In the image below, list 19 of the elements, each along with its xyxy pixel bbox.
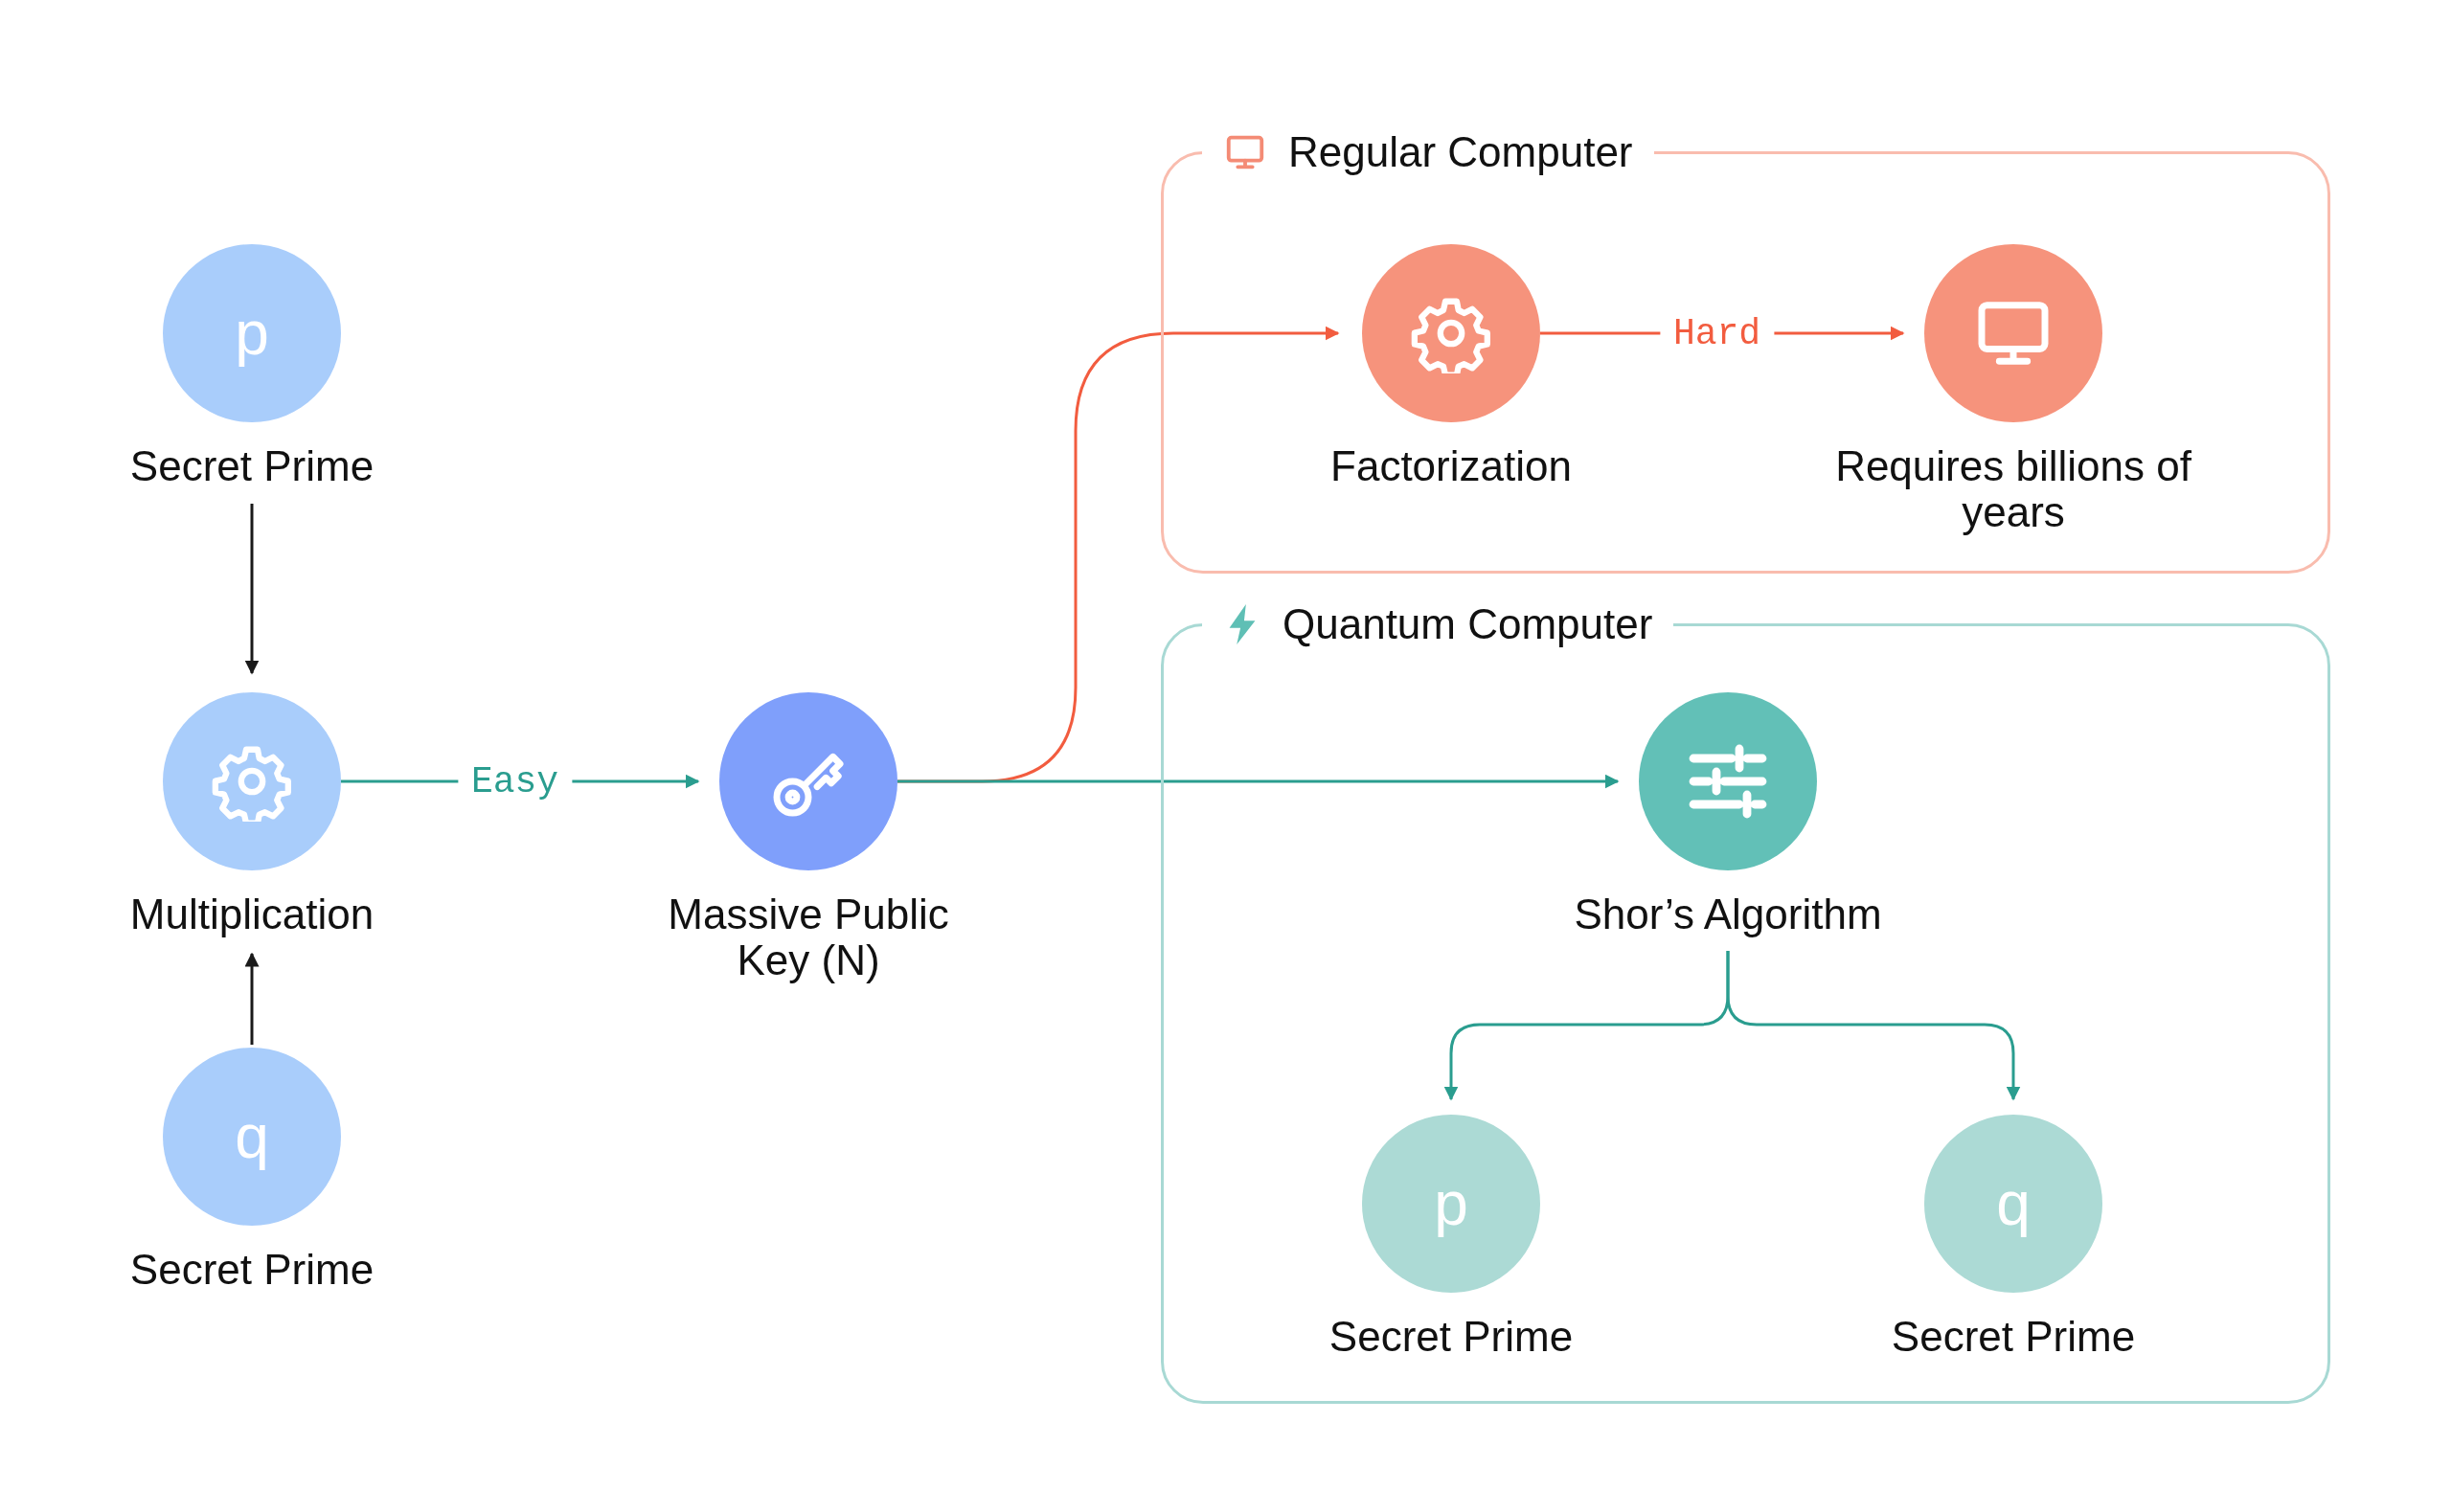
group-title: Regular Computer xyxy=(1288,127,1633,177)
node-label: Massive Public Key (N) xyxy=(667,891,950,983)
group-title: Quantum Computer xyxy=(1283,599,1653,649)
circle-letter: q xyxy=(235,1101,269,1172)
circle-letter: p xyxy=(235,298,269,369)
circle-letter: p xyxy=(1434,1168,1468,1239)
node-label: Secret Prime xyxy=(128,443,375,489)
node-label: Factorization xyxy=(1329,443,1573,489)
circle-letter: q xyxy=(1996,1168,2031,1239)
arrow xyxy=(244,504,260,675)
arrow xyxy=(1726,951,2021,1101)
arrow xyxy=(244,952,260,1045)
arrow xyxy=(897,774,1620,789)
node-label: Shor’s Algorithm xyxy=(1573,891,1883,937)
node-label: Multiplication xyxy=(128,891,375,937)
node-label: Secret Prime xyxy=(1890,1314,2137,1360)
node-label: Secret Prime xyxy=(128,1247,375,1293)
node-label: Secret Prime xyxy=(1328,1314,1575,1360)
node-label: Requires billions of years xyxy=(1834,443,2192,535)
